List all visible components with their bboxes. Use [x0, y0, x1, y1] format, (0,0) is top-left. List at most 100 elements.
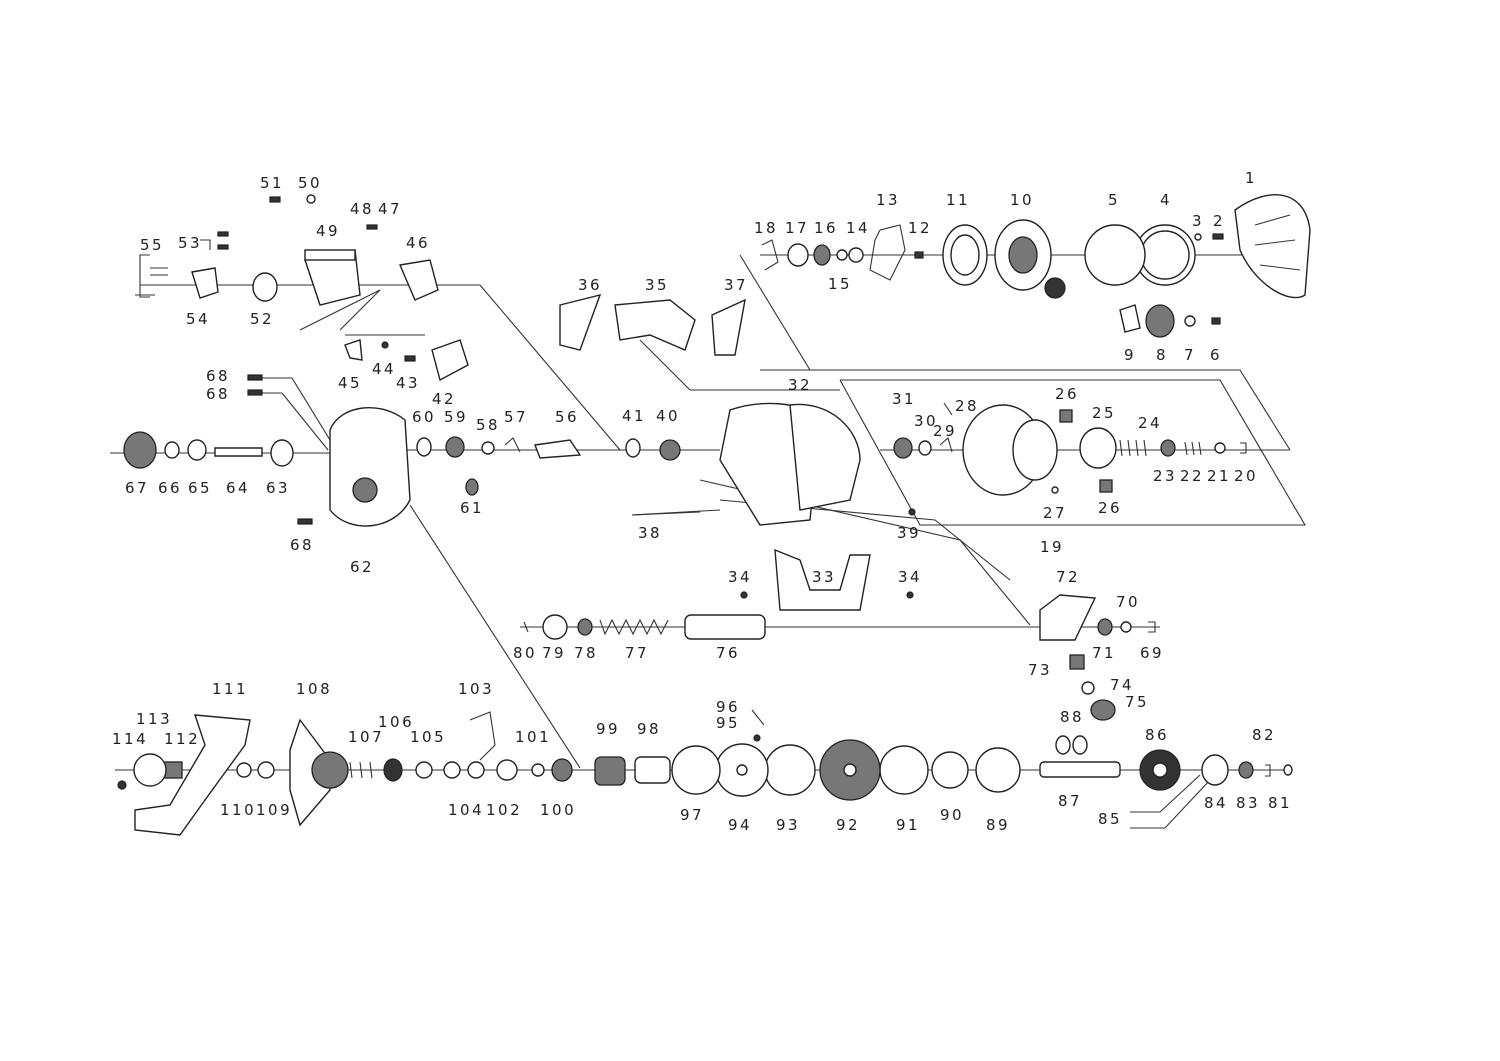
callout-50: 50	[298, 174, 322, 192]
callout-102: 102	[486, 801, 522, 819]
callout-70: 70	[1116, 593, 1140, 611]
callout-6: 6	[1210, 346, 1222, 364]
callout-87: 87	[1058, 792, 1082, 810]
callout-21: 21	[1207, 467, 1231, 485]
callout-92: 92	[836, 816, 860, 834]
callout-79: 79	[542, 644, 566, 662]
callout-62: 62	[350, 558, 374, 576]
callout-16: 16	[814, 219, 838, 237]
callout-68c: 68	[290, 536, 314, 554]
callout-57: 57	[504, 408, 528, 426]
callout-83: 83	[1236, 794, 1260, 812]
callout-37: 37	[724, 276, 748, 294]
callout-74: 74	[1110, 676, 1134, 694]
callout-54: 54	[186, 310, 210, 328]
callout-109: 109	[256, 801, 292, 819]
callout-13: 13	[876, 191, 900, 209]
callout-80: 80	[513, 644, 537, 662]
callout-90: 90	[940, 806, 964, 824]
callout-64: 64	[226, 479, 250, 497]
callout-114: 114	[112, 730, 148, 748]
parts-artwork	[117, 194, 1311, 836]
callout-9: 9	[1124, 346, 1136, 364]
callout-8: 8	[1156, 346, 1168, 364]
callout-93: 93	[776, 816, 800, 834]
callout-7: 7	[1184, 346, 1196, 364]
callout-66: 66	[158, 479, 182, 497]
callout-43: 43	[396, 374, 420, 392]
callout-56: 56	[555, 408, 579, 426]
callout-25: 25	[1092, 404, 1116, 422]
callout-34b: 34	[898, 568, 922, 586]
callout-2: 2	[1213, 212, 1225, 230]
callout-42: 42	[432, 390, 456, 408]
callout-39: 39	[897, 524, 921, 542]
callout-88: 88	[1060, 708, 1084, 726]
callout-3: 3	[1192, 212, 1204, 230]
callout-91: 91	[896, 816, 920, 834]
callout-69: 69	[1140, 644, 1164, 662]
callout-68b: 68	[206, 385, 230, 403]
callout-30: 30	[914, 412, 938, 430]
callout-73: 73	[1028, 661, 1052, 679]
callout-45: 45	[338, 374, 362, 392]
callout-101: 101	[515, 728, 551, 746]
callout-100: 100	[540, 801, 576, 819]
callout-32: 32	[788, 376, 812, 394]
callout-44: 44	[372, 360, 396, 378]
callout-31: 31	[892, 390, 916, 408]
callout-78: 78	[574, 644, 598, 662]
callout-110: 110	[220, 801, 256, 819]
callout-99: 99	[596, 720, 620, 738]
callout-68a: 68	[206, 367, 230, 385]
callout-47: 47	[378, 200, 402, 218]
callout-26a: 26	[1055, 385, 1079, 403]
callout-60: 60	[412, 408, 436, 426]
callout-11: 11	[946, 191, 970, 209]
callout-76: 76	[716, 644, 740, 662]
callout-59: 59	[444, 408, 468, 426]
callout-112: 112	[164, 730, 200, 748]
callout-26b: 26	[1098, 499, 1122, 517]
callout-23: 23	[1153, 467, 1177, 485]
callout-14: 14	[846, 219, 870, 237]
callout-48: 48	[350, 200, 374, 218]
callout-85: 85	[1098, 810, 1122, 828]
callout-17: 17	[785, 219, 809, 237]
callout-75: 75	[1125, 693, 1149, 711]
callout-113: 113	[136, 710, 172, 728]
callout-33: 33	[812, 568, 836, 586]
callout-65: 65	[188, 479, 212, 497]
callout-22: 22	[1180, 467, 1204, 485]
callout-28: 28	[955, 397, 979, 415]
callout-34a: 34	[728, 568, 752, 586]
callout-29: 29	[933, 422, 957, 440]
callout-55: 55	[140, 236, 164, 254]
callout-1: 1	[1245, 169, 1257, 187]
callout-10: 10	[1010, 191, 1034, 209]
callout-72: 72	[1056, 568, 1080, 586]
callout-58: 58	[476, 416, 500, 434]
callout-40: 40	[656, 407, 680, 425]
callout-104: 104	[448, 801, 484, 819]
callout-53: 53	[178, 234, 202, 252]
callout-71: 71	[1092, 644, 1116, 662]
callout-98: 98	[637, 720, 661, 738]
callout-63: 63	[266, 479, 290, 497]
callout-27: 27	[1043, 504, 1067, 522]
callout-97: 97	[680, 806, 704, 824]
callout-84: 84	[1204, 794, 1228, 812]
callout-4: 4	[1160, 191, 1172, 209]
callout-38: 38	[638, 524, 662, 542]
callout-81: 81	[1268, 794, 1292, 812]
callout-15: 15	[828, 275, 852, 293]
callout-82: 82	[1252, 726, 1276, 744]
callout-96: 96	[716, 698, 740, 716]
callout-105: 105	[410, 728, 446, 746]
callout-107: 107	[348, 728, 384, 746]
callout-67: 67	[125, 479, 149, 497]
callout-20: 20	[1234, 467, 1258, 485]
callout-5: 5	[1108, 191, 1120, 209]
callout-12: 12	[908, 219, 932, 237]
callout-labels: 1 2 3 4 5 6 7 8 9 10 11 12 13 14 15 16 1…	[112, 169, 1292, 834]
